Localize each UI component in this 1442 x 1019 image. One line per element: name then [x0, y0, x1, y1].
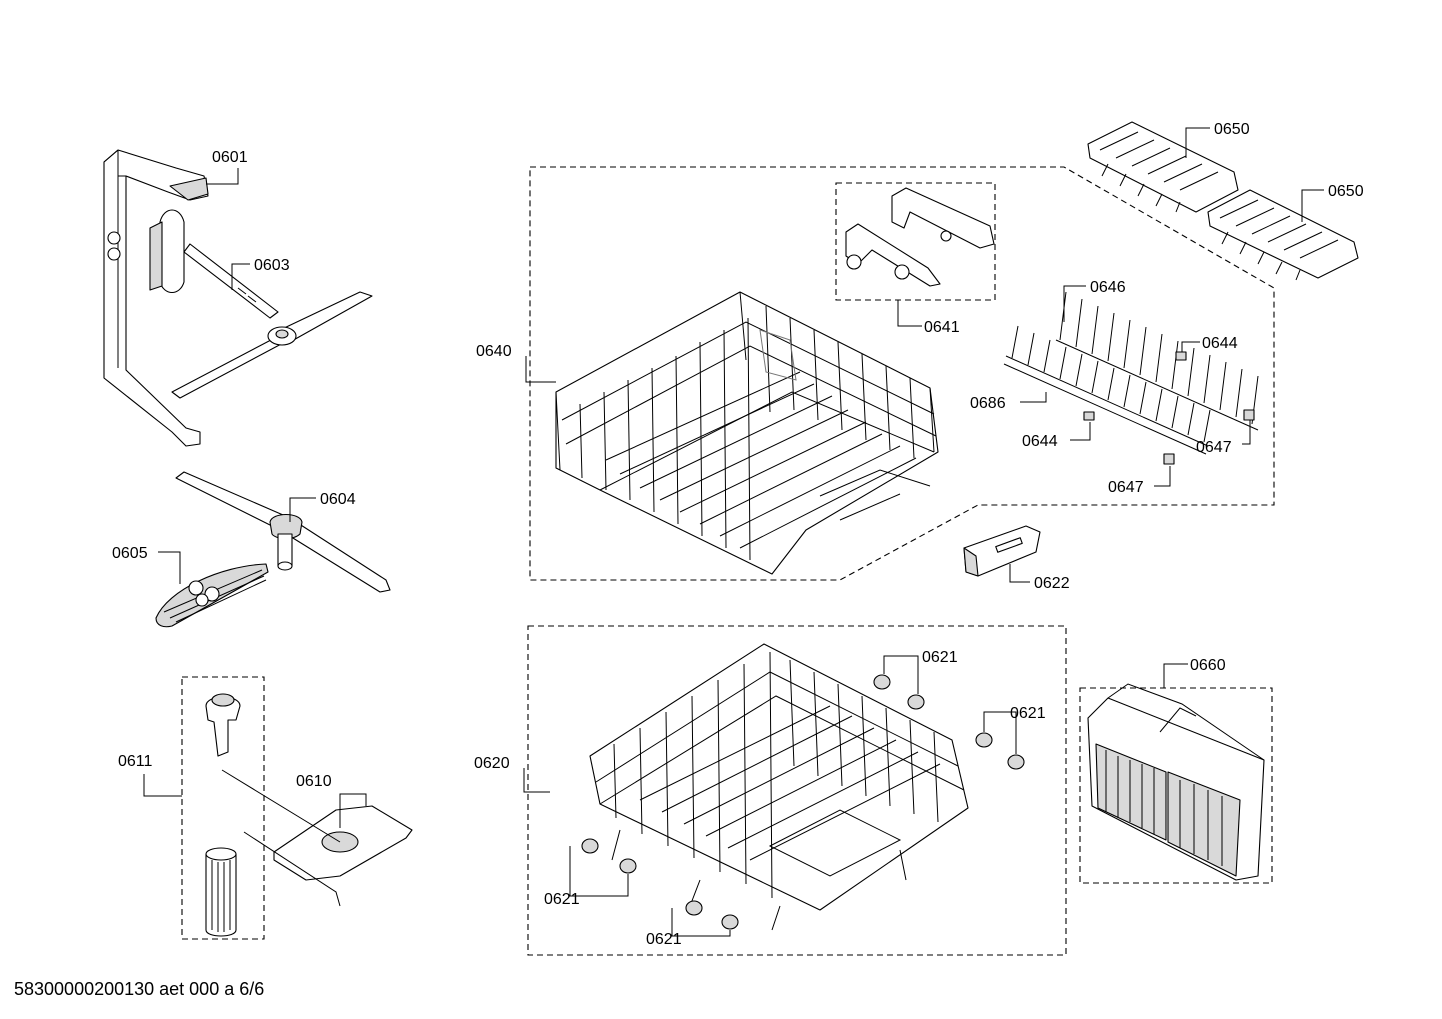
leader-0601	[206, 168, 239, 185]
leader-0640	[525, 356, 556, 383]
callout-0660: 0660	[1190, 657, 1226, 674]
leader-0646	[1063, 285, 1086, 322]
clip-0647-a	[1243, 409, 1255, 421]
callout-0621-c: 0621	[544, 891, 580, 908]
leader-0621-b	[983, 711, 1017, 754]
leader-0610	[339, 793, 367, 828]
callout-0601: 0601	[212, 149, 248, 166]
clip-0647-b	[1163, 453, 1175, 465]
callout-0686: 0686	[970, 395, 1006, 412]
leader-0604	[289, 497, 316, 522]
microfilter-0605	[155, 563, 269, 628]
cutlery-basket-0660	[1087, 683, 1265, 881]
leader-0611	[143, 774, 182, 797]
callout-0644-a: 0644	[1202, 335, 1238, 352]
leader-0605	[158, 551, 181, 584]
leader-0621-a	[883, 655, 919, 694]
leader-0650-b	[1301, 189, 1324, 222]
callout-0621-d: 0621	[646, 931, 682, 948]
flat-filter-0610	[221, 769, 413, 907]
leader-0660	[1163, 663, 1188, 688]
leader-0621-c	[569, 846, 629, 897]
callout-0622: 0622	[1034, 575, 1070, 592]
lower-spray-arm-0604	[175, 471, 391, 593]
callout-0650-b: 0650	[1328, 183, 1364, 200]
callout-0621-a: 0621	[922, 649, 958, 666]
group-box-0611	[181, 676, 265, 940]
callout-0610: 0610	[296, 773, 332, 790]
leader-0620	[523, 768, 550, 793]
callout-0646: 0646	[1090, 279, 1126, 296]
upper-spray-arm-0603	[149, 209, 373, 399]
leader-0622	[1009, 564, 1030, 583]
wheels-0621	[581, 674, 1025, 930]
leader-0603	[231, 263, 250, 290]
leader-0641	[897, 300, 922, 327]
callout-0650-a: 0650	[1214, 121, 1250, 138]
tine-rows-0646-0686	[1003, 291, 1259, 455]
upper-rack-0640	[555, 291, 939, 575]
group-outline-0640	[529, 166, 1275, 581]
clip-0644-b	[1083, 411, 1095, 421]
group-box-0641	[835, 182, 996, 301]
supply-pipe-0601	[103, 149, 209, 447]
leader-0647-b	[1154, 466, 1171, 487]
group-box-0620	[527, 625, 1067, 956]
drawing-id-footer: 58300000200130 aet 000 a 6/6	[14, 979, 265, 999]
callout-0640: 0640	[476, 343, 512, 360]
filter-0611	[205, 693, 241, 937]
leader-0621-d	[671, 908, 731, 937]
cup-shelf-0650-a	[1087, 121, 1239, 213]
callout-0604: 0604	[320, 491, 356, 508]
callout-0644-b: 0644	[1022, 433, 1058, 450]
leader-0644-a	[1181, 341, 1200, 352]
rackmatic-0641	[845, 187, 995, 287]
leader-0644-b	[1070, 422, 1091, 441]
callout-0647-b: 0647	[1108, 479, 1144, 496]
callout-0647-a: 0647	[1196, 439, 1232, 456]
callout-0605: 0605	[112, 545, 148, 562]
clip-0644-a	[1175, 351, 1187, 361]
leader-0647-a	[1242, 420, 1251, 445]
cup-shelf-0650-b	[1207, 189, 1359, 281]
group-box-0660	[1079, 687, 1273, 884]
leader-0686	[1020, 392, 1047, 403]
callout-0621-b: 0621	[1010, 705, 1046, 722]
callout-0603: 0603	[254, 257, 290, 274]
callout-0611: 0611	[118, 753, 153, 770]
leader-0650-a	[1185, 127, 1210, 158]
handle-0622	[963, 525, 1041, 577]
lower-rack-0620	[589, 643, 969, 931]
callout-0620: 0620	[474, 755, 510, 772]
callout-0641: 0641	[924, 319, 960, 336]
